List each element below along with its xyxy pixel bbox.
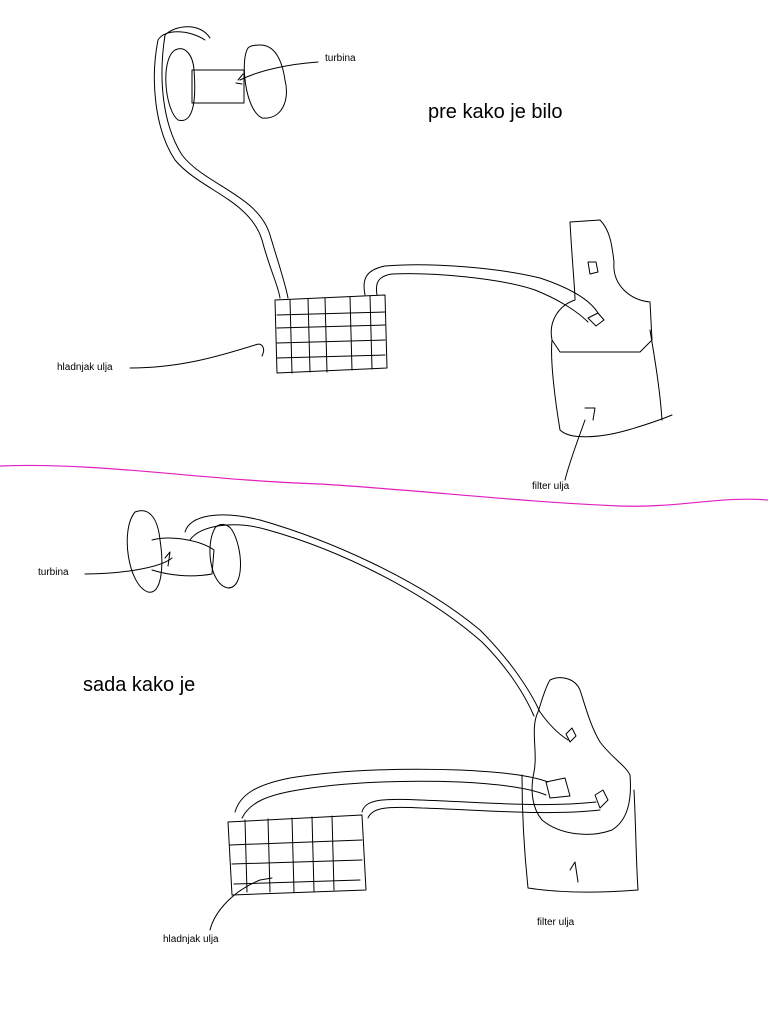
- bottom-hladnjak-label: hladnjak ulja: [163, 934, 219, 945]
- top-hladnjak-label: hladnjak ulja: [57, 362, 113, 373]
- bottom-cooler-to-filter-pipe: [234, 768, 601, 819]
- top-turbina-leader: [239, 61, 319, 81]
- top-turbine: [165, 44, 287, 121]
- top-cooler-to-filter-pipe: [363, 264, 599, 323]
- section-divider: [0, 464, 768, 507]
- top-turbine-pipe: [153, 26, 289, 299]
- top-oil-cooler: [274, 294, 388, 374]
- top-filter-label: filter ulja: [532, 481, 570, 492]
- bottom-oil-cooler: [227, 814, 367, 896]
- top-hladnjak-leader: [129, 343, 265, 369]
- top-title: pre kako je bilo: [428, 101, 563, 123]
- bottom-turbine-pipe: [184, 514, 577, 743]
- bottom-turbine: [126, 510, 241, 593]
- top-filter-leader: [564, 419, 586, 481]
- top-oil-filter: [550, 219, 673, 438]
- top-turbina-label: turbina: [325, 53, 356, 64]
- bottom-title: sada kako je: [83, 674, 196, 696]
- bottom-oil-filter: [521, 677, 639, 893]
- bottom-hladnjak-leader: [209, 877, 273, 931]
- bottom-turbina-label: turbina: [38, 567, 69, 578]
- bottom-turbina-leader: [84, 557, 173, 575]
- bottom-filter-label: filter ulja: [537, 917, 575, 928]
